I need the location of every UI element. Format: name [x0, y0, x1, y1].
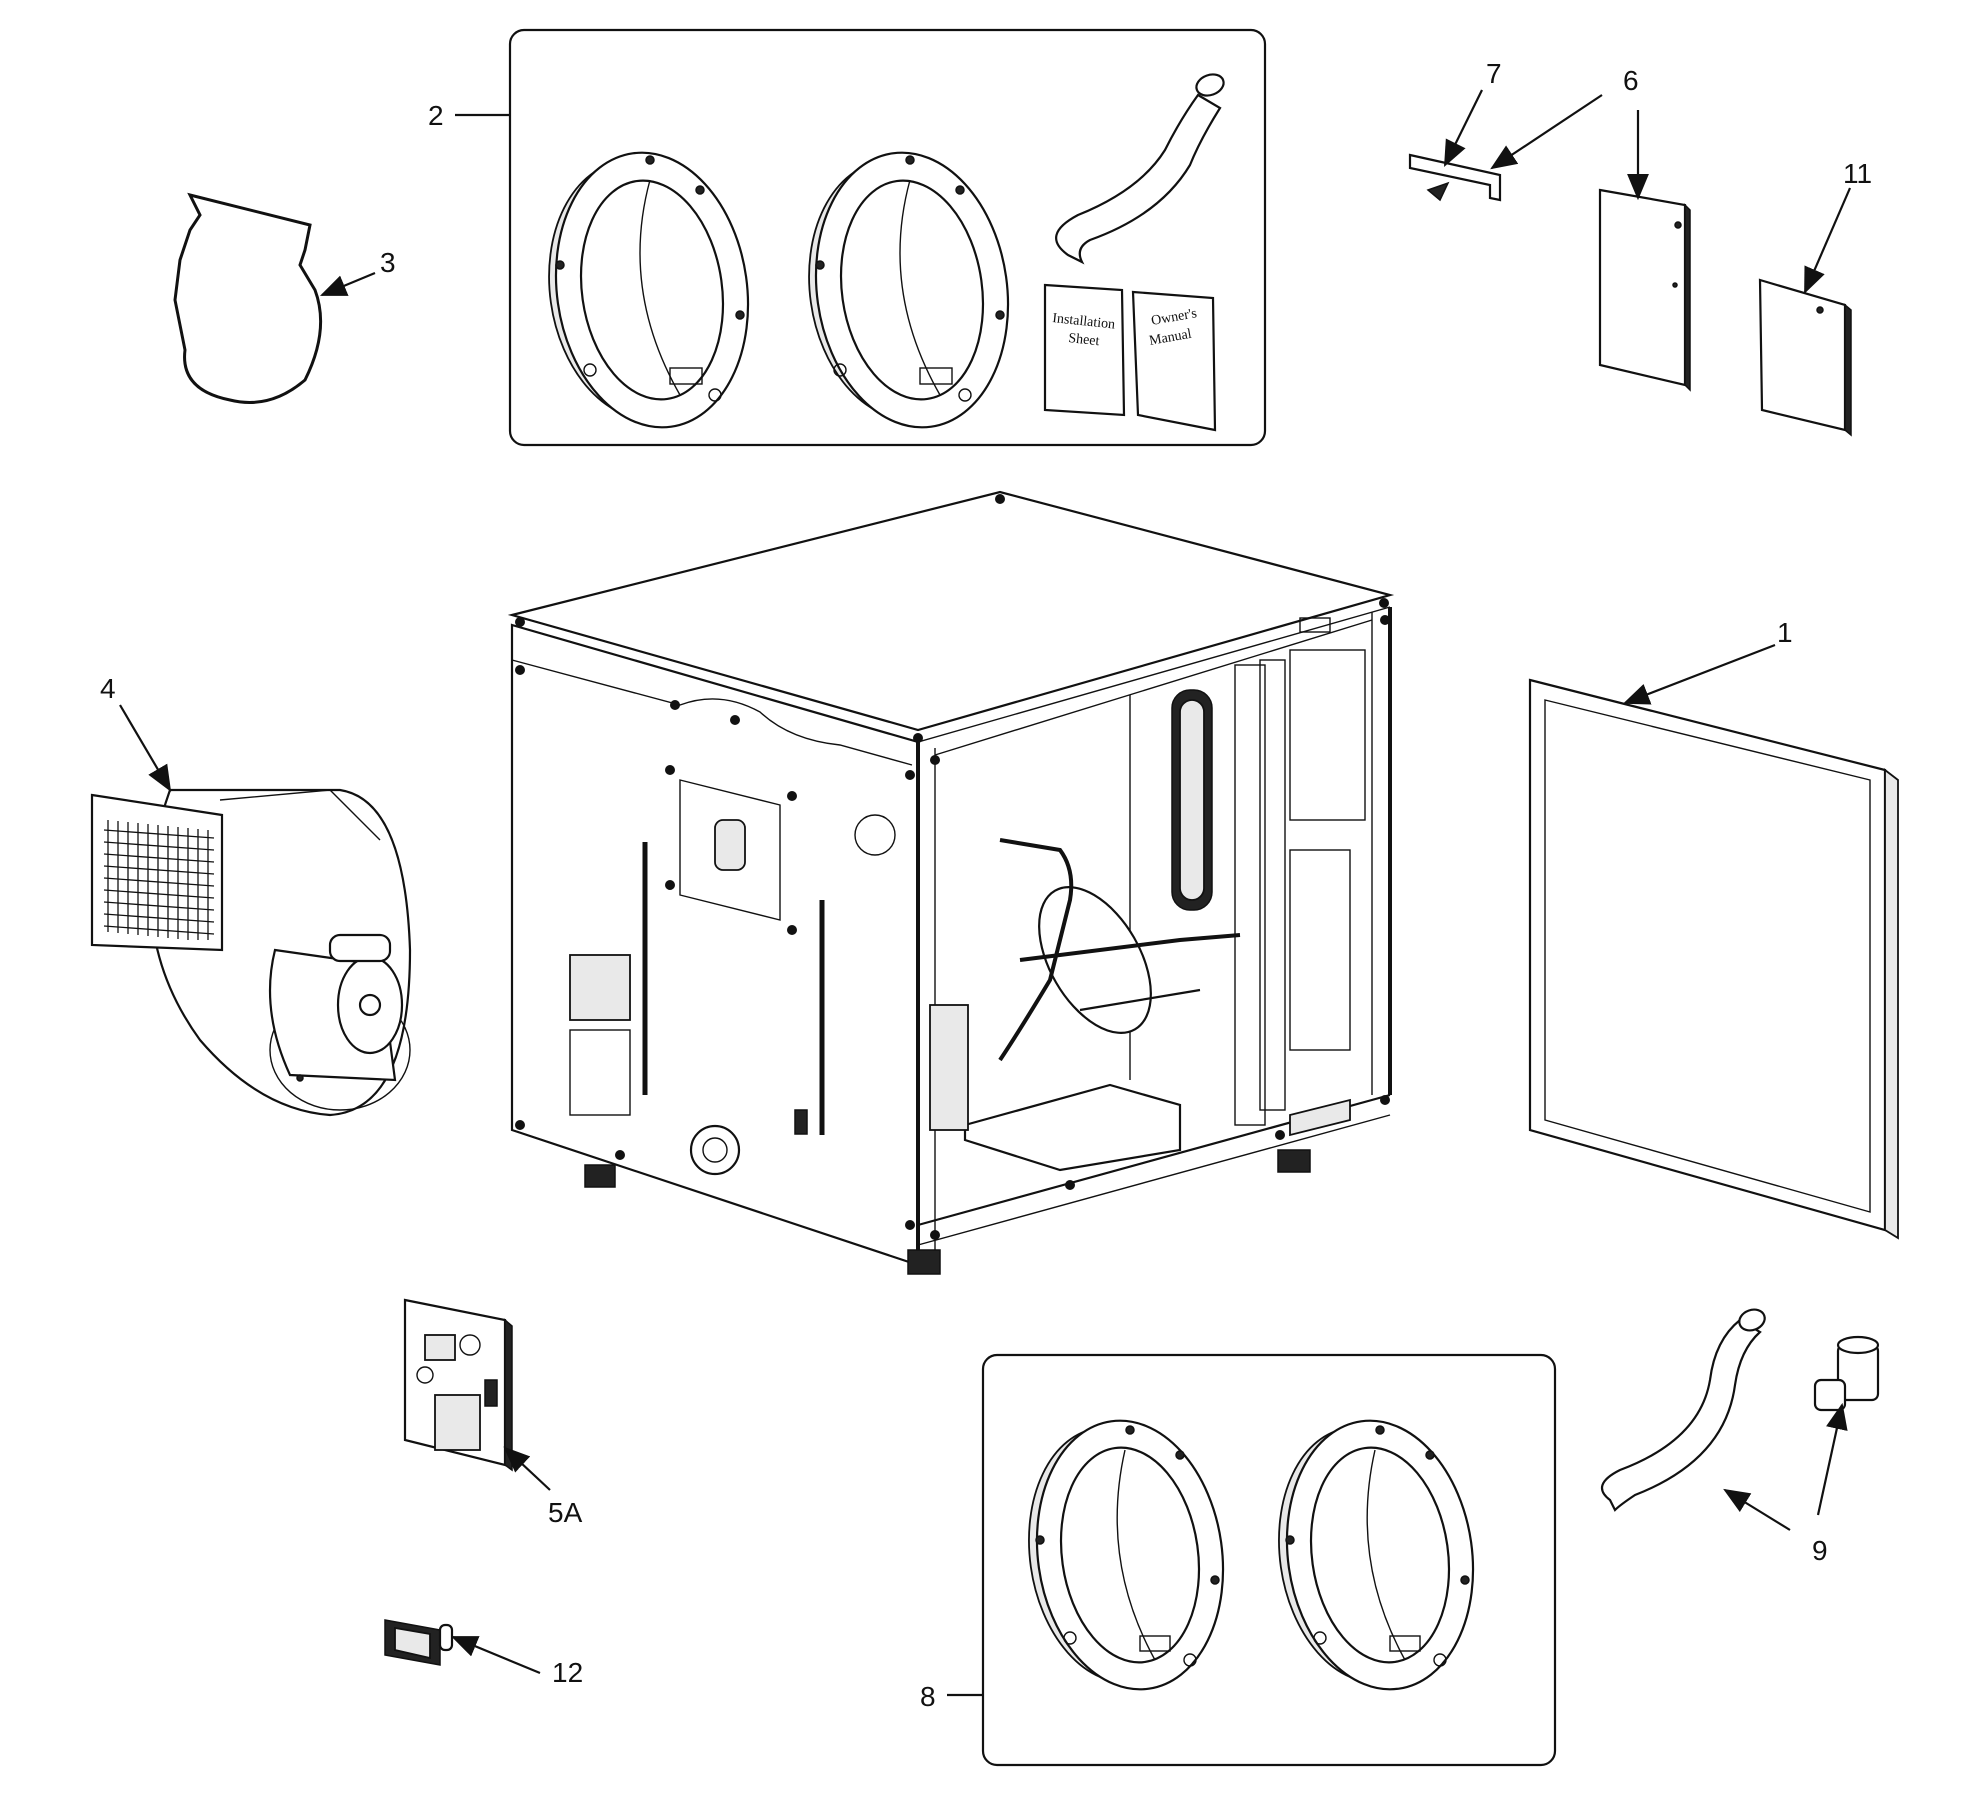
installation-sheet-line1: Installation [1052, 311, 1116, 333]
duct-collar-bottom-right [1278, 1419, 1475, 1691]
owners-manual: Owner's Manual [1131, 290, 1217, 432]
duct-collar-right [808, 151, 1010, 429]
callout-7: 7 [1486, 58, 1502, 89]
installation-sheet-line2: Sheet [1068, 331, 1101, 349]
control-plate-6 [1598, 188, 1691, 392]
callout-3: 3 [380, 247, 396, 278]
duct-collar-bottom-left [1028, 1419, 1225, 1691]
callout-2: 2 [428, 100, 444, 131]
owners-manual-line2: Manual [1148, 327, 1193, 349]
installation-sheet: Installation Sheet [1043, 283, 1126, 417]
accessory-kit-2: Installation Sheet Owner's Manual [508, 28, 1267, 447]
callout-5a: 5A [548, 1497, 583, 1528]
rocker-switch-12 [384, 1619, 454, 1666]
callout-labels: 1 2 3 4 5A 6 7 8 9 11 12 [100, 58, 1872, 1712]
drain-hose-9 [1600, 1308, 1766, 1512]
callout-9: 9 [1812, 1535, 1828, 1566]
callout-leaders [119, 89, 1852, 1697]
accessory-kit-8 [981, 1353, 1557, 1767]
cover-plate-11 [1758, 278, 1852, 437]
drain-elbow-9 [1813, 1335, 1880, 1412]
duct-collar-left [548, 151, 750, 429]
kit-8-border [981, 1353, 1557, 1767]
kit-2-border [508, 28, 1267, 447]
bracket-7 [1408, 153, 1502, 202]
drain-hose-top [1055, 93, 1222, 265]
callout-11: 11 [1843, 158, 1872, 189]
callout-8: 8 [920, 1681, 936, 1712]
callout-12: 12 [552, 1657, 583, 1688]
control-board-5a [403, 1298, 513, 1472]
callout-4: 4 [100, 673, 116, 704]
callout-6: 6 [1623, 65, 1639, 96]
blower-assembly-4 [90, 788, 412, 1117]
callout-1: 1 [1777, 617, 1793, 648]
blower-gasket-3 [173, 192, 323, 404]
filter-panel-1 [1528, 678, 1899, 1240]
main-cabinet [507, 490, 1395, 1275]
